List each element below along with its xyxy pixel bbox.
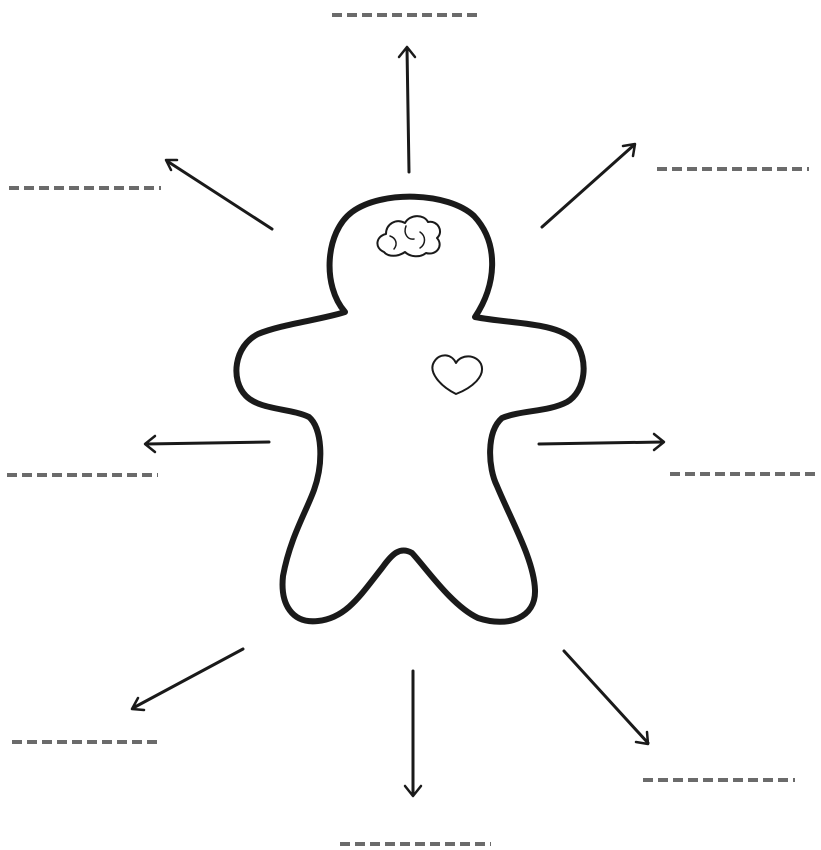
arrow-bottom [405, 671, 421, 796]
arrow-upper-right [542, 144, 635, 227]
gingerbread-figure [236, 197, 583, 622]
arrow-right [539, 434, 664, 450]
arrow-lower-right [564, 651, 648, 744]
gingerbread-body-outline [236, 197, 583, 622]
arrow-upper-left [166, 160, 272, 229]
arrow-left [145, 436, 269, 452]
arrow-top [399, 47, 415, 172]
arrow-lower-left [132, 649, 243, 710]
